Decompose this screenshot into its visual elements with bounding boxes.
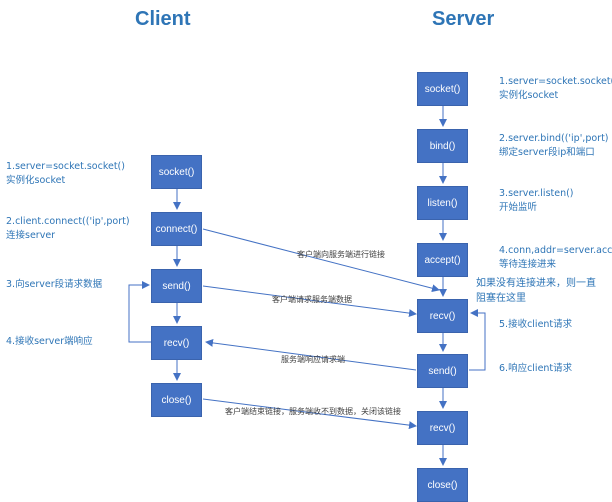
- server-block-note-line-1: 如果没有连接进来，则一直: [476, 278, 596, 289]
- msg-label-response: 服务端响应请求端: [281, 355, 345, 364]
- server-bind-box: bind(): [417, 129, 468, 163]
- server-close-box: close(): [417, 468, 468, 502]
- server-title: Server: [432, 8, 495, 30]
- server-note-4-line-2: 等待连接进来: [499, 259, 557, 270]
- server-note-1: 1.server=socket.socket() 实例化socket: [499, 75, 612, 103]
- client-note-3-line-1: 3.向server段请求数据: [6, 279, 103, 290]
- client-note-2: 2.client.connect(('ip',port) 连接server: [6, 215, 130, 243]
- server-listen-box: listen(): [417, 186, 468, 220]
- client-note-4: 4.接收server端响应: [6, 335, 93, 349]
- server-note-4: 4.conn,addr=server.accept 等待连接进来: [499, 244, 612, 272]
- server-note-1-line-1: 1.server=socket.socket(): [499, 76, 612, 87]
- server-note-6-line-1: 6.响应client请求: [499, 363, 573, 374]
- server-note-2-line-1: 2.server.bind(('ip',port): [499, 133, 609, 144]
- server-accept-box: accept(): [417, 243, 468, 277]
- msg-label-close: 客户端结束链接，服务端收不到数据，关闭该链接: [225, 407, 401, 416]
- server-note-2: 2.server.bind(('ip',port) 绑定server段ip和端口: [499, 132, 609, 160]
- client-loop-arrow: [128, 281, 151, 343]
- client-note-4-line-1: 4.接收server端响应: [6, 336, 93, 347]
- server-socket-box: socket(): [417, 72, 468, 106]
- server-note-2-line-2: 绑定server段ip和端口: [499, 147, 595, 158]
- client-note-2-line-1: 2.client.connect(('ip',port): [6, 216, 130, 227]
- server-recv-box-1: recv(): [417, 299, 468, 333]
- client-note-3: 3.向server段请求数据: [6, 278, 102, 292]
- msg-arrow-response: [205, 338, 417, 371]
- msg-arrow-connect: [202, 228, 440, 293]
- server-note-5-line-1: 5.接收client请求: [499, 319, 573, 330]
- server-note-4-line-1: 4.conn,addr=server.accept: [499, 245, 612, 256]
- server-block-note: 如果没有连接进来，则一直 阻塞在这里: [476, 276, 596, 306]
- client-title: Client: [135, 8, 191, 30]
- server-note-5: 5.接收client请求: [499, 318, 572, 332]
- server-note-3-line-1: 3.server.listen(): [499, 188, 574, 199]
- client-recv-box: recv(): [151, 326, 202, 360]
- client-note-1-line-1: 1.server=socket.socket(): [6, 161, 125, 172]
- client-note-1-line-2: 实例化socket: [6, 175, 66, 186]
- server-block-note-line-2: 阻塞在这里: [476, 293, 526, 304]
- server-note-6: 6.响应client请求: [499, 362, 572, 376]
- server-note-3: 3.server.listen() 开始监听: [499, 187, 574, 215]
- client-send-box: send(): [151, 269, 202, 303]
- msg-label-connect: 客户端向服务端进行链接: [297, 250, 385, 259]
- client-note-2-line-2: 连接server: [6, 230, 56, 241]
- msg-arrow-close: [202, 398, 417, 430]
- client-close-box: close(): [151, 383, 202, 417]
- client-connect-box: connect(): [151, 212, 202, 246]
- server-recv-box-2: recv(): [417, 411, 468, 445]
- msg-label-request: 客户端请求服务端数据: [272, 295, 352, 304]
- server-send-box: send(): [417, 354, 468, 388]
- server-note-3-line-2: 开始监听: [499, 202, 538, 213]
- client-note-1: 1.server=socket.socket() 实例化socket: [6, 160, 125, 188]
- server-loop-arrow: [469, 309, 486, 371]
- server-note-1-line-2: 实例化socket: [499, 90, 559, 101]
- msg-arrow-request: [202, 285, 417, 318]
- client-socket-box: socket(): [151, 155, 202, 189]
